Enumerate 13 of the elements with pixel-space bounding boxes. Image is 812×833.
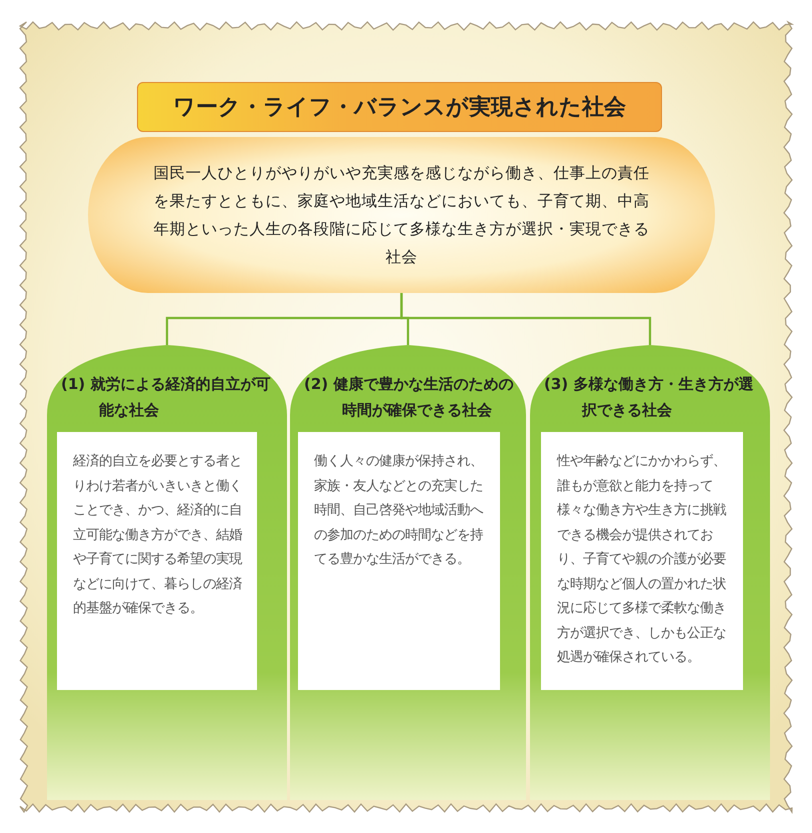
- description-text: 性や年齢などにかかわらず、誰もが意欲と能力を持って様々な働き方や生き方に挑戦できる機会が提供されており、子育てや親の介護が必要な時期など個人の置かれた状況に応じて多様で柔軟な働き方が選択でき、しかも公正な処遇が確保されている。: [557, 453, 727, 667]
- description-text: 働く人々の健康が保持され、家族・友人などとの充実した時間、自己啓発や地域活動への参加のための時間などを持てる豊かな生活ができる。: [314, 452, 484, 569]
- description-card: [298, 432, 500, 690]
- column-heading: (2) 健康で豊かな生活のための時間が確保できる社会: [304, 374, 514, 421]
- description-card: [541, 432, 743, 690]
- summary-text: 国民一人ひとりがやりがいや充実感を感じながら働き、仕事上の責任を果たすとともに、家庭や地域生活などにおいても、子育て期、中高年期といった人生の各段階に応じて多様な生き方が選択・実現できる社会: [152, 163, 650, 268]
- description-text: 経済的自立を必要とする者とりわけ若者がいきいきと働くことでき、かつ、経済的に自立可能な働き方ができ、結婚や子育てに関する希望の実現などに向けて、暮らしの経済的基盤が確保できる。: [73, 452, 244, 618]
- title-banner: [137, 82, 662, 132]
- connector-line: [400, 293, 652, 345]
- column-heading: (3) 多様な働き方・生き方が選択できる社会: [544, 374, 754, 421]
- title-text: ワーク・ライフ・バランスが実現された社会: [173, 94, 626, 122]
- description-card: [57, 432, 257, 690]
- column-heading: (1) 就労による経済的自立が可能な社会: [61, 374, 272, 421]
